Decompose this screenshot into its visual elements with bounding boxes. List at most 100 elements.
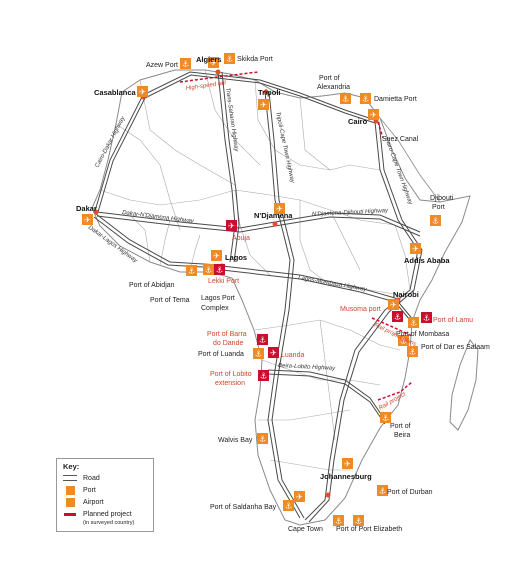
svg-text:⚓: ⚓ <box>335 517 342 526</box>
svg-text:✈: ✈ <box>84 216 91 225</box>
suez-dashed <box>377 121 384 139</box>
legend-planned: Planned project <box>63 509 132 519</box>
svg-text:✈: ✈ <box>270 349 277 358</box>
svg-text:✈: ✈ <box>139 88 146 97</box>
label-abuja: Abuja <box>232 235 250 242</box>
road-icon <box>63 473 77 483</box>
label-mombasa: Port of Mombasa <box>396 331 449 338</box>
svg-text:✈: ✈ <box>228 222 235 231</box>
city-algiers: Algiers <box>196 55 221 64</box>
dakar-lagos-highway <box>95 213 221 266</box>
svg-text:✈: ✈ <box>390 301 397 310</box>
svg-text:⚓: ⚓ <box>379 487 386 496</box>
label-elizabeth: Port of Port Elizabeth <box>336 526 402 533</box>
svg-text:⚓: ⚓ <box>255 350 262 359</box>
label-luanda-air: Luanda <box>281 352 304 359</box>
label-abidjan: Port of Abidjan <box>129 282 175 289</box>
legend-road-label: Road <box>83 474 100 482</box>
svg-text:⚓: ⚓ <box>205 266 212 275</box>
city-cairo: Cairo <box>348 117 368 126</box>
city-casablanca: Casablanca <box>94 88 137 97</box>
label-djibouti-1: Djibouti <box>430 195 454 202</box>
trans-saharan-highway-label: Trans-Saharan Highway <box>224 87 239 152</box>
legend-port-label: Port <box>83 486 96 494</box>
city-addis: Addis Ababa <box>404 256 450 265</box>
label-lagosport-2: Complex <box>201 305 229 312</box>
label-barra-1: Port of Barra <box>207 331 247 338</box>
dakar-ndjamena-highway <box>96 211 276 229</box>
label-azew: Azew Port <box>146 62 178 69</box>
label-beira-2: Beira <box>394 432 410 439</box>
city-dots <box>93 69 421 498</box>
city-labels: Casablanca Algiers Tripoli Cairo Dakar N… <box>76 55 450 481</box>
svg-text:⚓: ⚓ <box>394 313 401 322</box>
svg-text:✈: ✈ <box>412 245 419 254</box>
planned-rails <box>179 71 413 401</box>
svg-text:⚓: ⚓ <box>410 319 417 328</box>
legend-port: Port <box>63 485 96 495</box>
svg-text:⚓: ⚓ <box>182 60 189 69</box>
highway-labels: Cairo-Dakar Highway Trans-Saharan Highwa… <box>87 87 414 372</box>
svg-text:⚓: ⚓ <box>259 435 266 444</box>
tripoli-cape-highway <box>264 91 301 519</box>
madagascar-outline <box>449 339 479 431</box>
label-durban: Port of Durban <box>387 489 433 496</box>
port-icon <box>63 485 77 495</box>
label-daressalaam: Port of Dar es Salaam <box>421 344 490 351</box>
label-alexandria-2: Alexandria <box>317 84 350 91</box>
ndjamena-djibouti-highway <box>274 212 421 233</box>
svg-text:⚓: ⚓ <box>362 95 369 104</box>
rail-plans-line <box>371 317 413 337</box>
svg-text:⚓: ⚓ <box>355 517 362 526</box>
svg-text:⚓: ⚓ <box>423 314 430 323</box>
label-musoma: Musoma port <box>340 306 381 313</box>
airport-markers: ✈ ✈ ✈ ✈ ✈ ✈ ✈ ✈ ✈ ✈ ✈ <box>82 57 421 502</box>
label-lamu: Port of Lamu <box>433 317 473 324</box>
label-suez: Suez Canal <box>382 136 419 143</box>
svg-text:✈: ✈ <box>344 460 351 469</box>
city-nairobi: Nairobi <box>393 290 419 299</box>
label-beira-1: Port of <box>390 423 411 430</box>
svg-text:✈: ✈ <box>296 493 303 502</box>
port-markers: ⚓ ⚓ ⚓ ⚓ ⚓ ⚓ ⚓ ⚓ ⚓ ⚓ ⚓ ⚓ ⚓ ⚓ ⚓ ⚓ ⚓ <box>180 53 441 526</box>
lagos-mombasa-highway <box>221 265 416 323</box>
svg-text:⚓: ⚓ <box>409 348 416 357</box>
cairo-cape-highway <box>304 121 419 521</box>
highways <box>93 71 423 523</box>
legend-airport-label: Airport <box>83 498 104 506</box>
airport-icon <box>63 497 77 507</box>
svg-text:✈: ✈ <box>210 59 217 68</box>
svg-text:⚓: ⚓ <box>226 55 233 64</box>
label-skikda: Skikda Port <box>237 56 273 63</box>
svg-text:⚓: ⚓ <box>432 217 439 226</box>
beira-lobito-highway-label: Beira-Lobito Highway <box>278 363 336 372</box>
beira-lobito-highway <box>267 369 386 421</box>
trans-saharan-highway <box>217 71 236 263</box>
lagos-mombasa-highway-label: Lagos-Mombasa Highway <box>298 275 368 293</box>
label-saldanha: Port of Saldanha Bay <box>210 504 277 511</box>
africa-outline <box>91 69 471 526</box>
legend-airport: Airport <box>63 497 104 507</box>
high-speed-rail-line <box>179 71 259 83</box>
legend: Key: Road Port Airport Planned project (… <box>56 458 154 532</box>
svg-text:✈: ✈ <box>370 111 377 120</box>
svg-text:⚓: ⚓ <box>188 267 195 276</box>
city-tripoli: Tripoli <box>258 88 281 97</box>
svg-text:⚓: ⚓ <box>400 337 407 346</box>
legend-title: Key: <box>63 462 80 471</box>
label-lobito-1: Port of Lobito <box>210 371 252 378</box>
place-labels: Azew Port Skikda Port Port of Alexandria… <box>129 56 490 533</box>
svg-text:⚓: ⚓ <box>285 502 292 511</box>
label-capetown: Cape Town <box>288 526 323 533</box>
svg-text:✈: ✈ <box>260 101 267 110</box>
label-alexandria-1: Port of <box>319 75 340 82</box>
label-lobito-2: extension <box>215 380 245 387</box>
cairo-dakar-highway-label: Cairo-Dakar Highway <box>94 115 127 169</box>
svg-text:✈: ✈ <box>213 252 220 261</box>
legend-road: Road <box>63 473 100 483</box>
label-djibouti-2: Port <box>432 204 445 211</box>
label-walvis: Walvis Bay <box>218 437 253 444</box>
label-lagosport-1: Lagos Port <box>201 295 235 302</box>
svg-text:⚓: ⚓ <box>342 95 349 104</box>
ndjamena-djibouti-highway-label: N'Djamena-Djibouti Highway <box>312 208 389 218</box>
